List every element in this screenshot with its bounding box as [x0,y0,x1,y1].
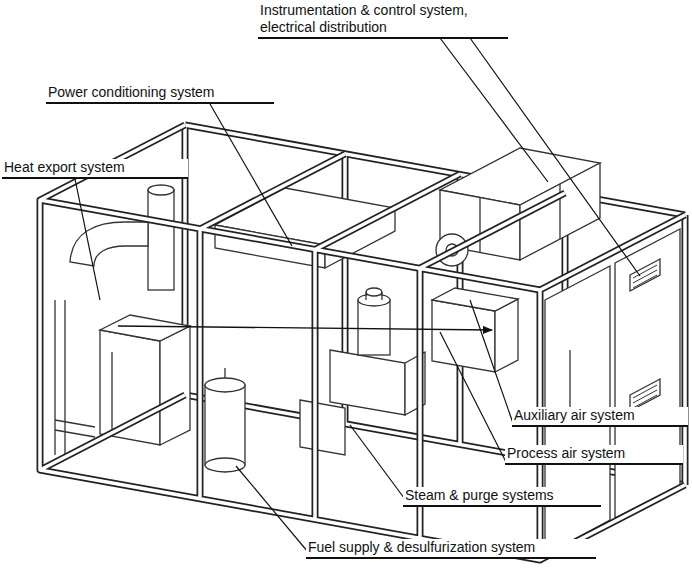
callout-label: Power conditioning system [46,84,274,104]
callout-label: Fuel supply & desulfurization system [306,539,596,559]
callout-label: Steam & purge systems [403,487,601,507]
callout-label: Instrumentation & control system, electr… [258,2,508,39]
callout-label: Auxiliary air system [512,407,688,427]
callout-label: Heat export system [2,159,188,179]
callout-label: Process air system [505,445,683,465]
